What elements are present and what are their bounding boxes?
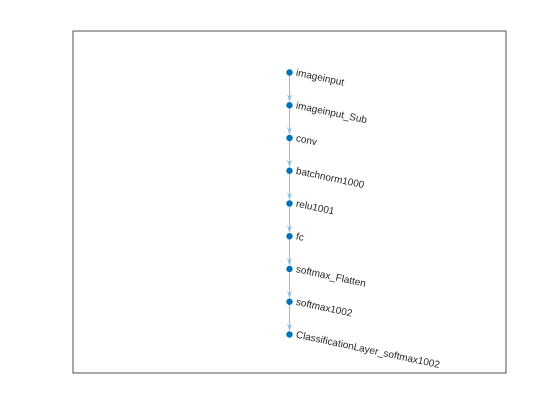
node-imageinput_Sub[interactable] — [286, 102, 293, 109]
node-conv[interactable] — [286, 134, 293, 142]
edge-batchnorm1000-to-relu1001 — [286, 173, 293, 201]
edge-relu1001-to-fc — [286, 206, 293, 234]
node-softmax_Flatten[interactable] — [286, 265, 293, 273]
edge-arrowhead — [286, 257, 293, 266]
edges-layer — [286, 75, 293, 332]
edge-arrowhead — [286, 159, 293, 168]
edge-arrowhead — [286, 192, 293, 201]
node-imageinput[interactable] — [286, 69, 293, 76]
node-softmax1002[interactable] — [286, 298, 293, 305]
node-relu1001[interactable] — [286, 200, 293, 207]
edge-arrowhead — [286, 94, 293, 103]
edge-arrowhead — [286, 126, 293, 135]
node-ClassificationLayer_softmax1002[interactable] — [286, 331, 293, 338]
node-label-fc: fc — [295, 231, 305, 243]
edge-softmax1002-to-ClassificationLayer_softmax1002 — [286, 304, 293, 332]
edge-imageinput_Sub-to-conv — [286, 108, 293, 135]
edge-conv-to-batchnorm1000 — [286, 141, 293, 168]
node-fc[interactable] — [286, 233, 293, 240]
edge-imageinput-to-imageinput_Sub — [286, 75, 293, 103]
edge-fc-to-softmax_Flatten — [286, 239, 293, 266]
edge-arrowhead — [286, 290, 293, 299]
node-label-conv: conv — [295, 133, 318, 148]
edge-arrowhead — [286, 225, 293, 234]
edge-arrowhead — [286, 323, 293, 332]
nodes-layer — [286, 69, 293, 338]
node-batchnorm1000[interactable] — [286, 167, 293, 174]
edge-softmax_Flatten-to-softmax1002 — [286, 272, 293, 299]
